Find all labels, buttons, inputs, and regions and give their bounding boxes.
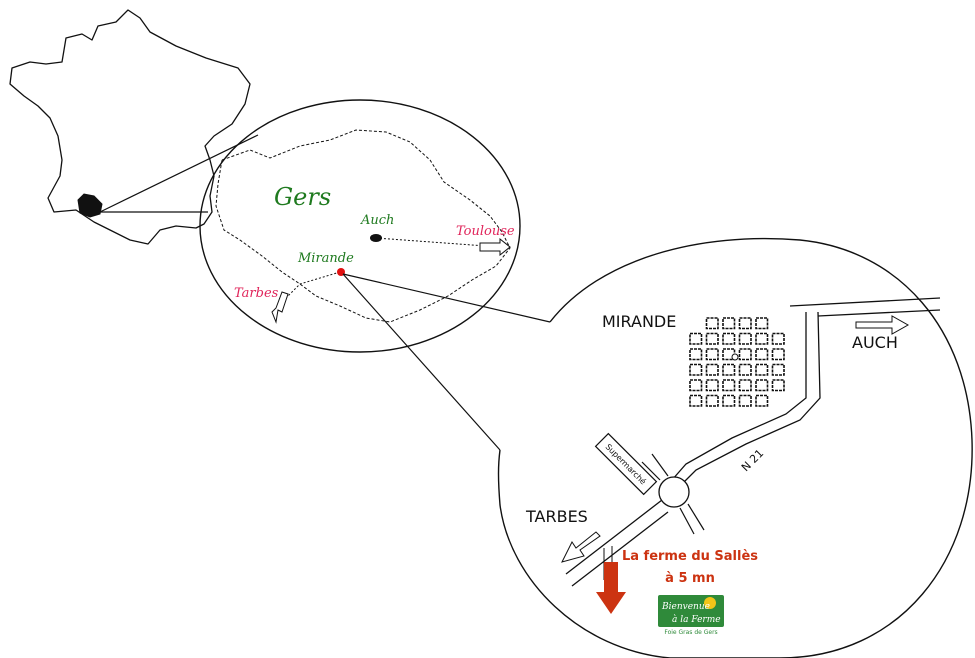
town-block [738, 317, 752, 330]
road-to-auch-edge [817, 309, 941, 317]
town-block [771, 379, 785, 392]
town-block [738, 379, 752, 392]
town-block [689, 394, 703, 407]
auch-marker-icon [370, 234, 382, 242]
town-block [705, 332, 719, 345]
town-block [722, 394, 736, 407]
road-to-tarbes-edge [571, 511, 669, 587]
town-block [771, 363, 785, 376]
roundabout-spur-se2 [679, 507, 695, 535]
road-mirande-tarbes [285, 271, 341, 299]
mirande-town-grid [689, 317, 785, 407]
france-outline [9, 9, 251, 245]
tarbes-road-label: TARBES [525, 507, 588, 526]
town-block [722, 379, 736, 392]
tarbes-label: Tarbes [234, 286, 279, 301]
town-block [689, 332, 703, 345]
logo-caption: Foie Gras de Gers [664, 629, 717, 636]
road-n21 [679, 311, 821, 487]
town-block [722, 317, 736, 330]
farm-label-line2: à 5 mn [665, 571, 715, 586]
town-block [755, 348, 769, 361]
tarbes-local-arrow-icon [561, 531, 601, 563]
town-block [705, 317, 719, 330]
logo-line2: à la Ferme [672, 614, 721, 625]
town-block [722, 363, 736, 376]
town-block [705, 394, 719, 407]
town-block [755, 379, 769, 392]
farm-label-line1: La ferme du Sallès [622, 549, 758, 564]
town-block [705, 379, 719, 392]
road-to-auch [789, 297, 941, 307]
roundabout-spur-nw [641, 461, 661, 481]
toulouse-label: Toulouse [456, 224, 515, 239]
town-block [738, 332, 752, 345]
roundabout [658, 476, 690, 508]
town-block [738, 394, 752, 407]
roundabout-spur-nw2 [651, 453, 669, 477]
mirande-label: Mirande [297, 251, 354, 266]
gers-region-label: Gers [274, 183, 331, 211]
mirande-town-label: MIRANDE [602, 312, 676, 331]
gers-locator-blob [77, 193, 103, 218]
road-to-tarbes [565, 499, 663, 575]
n21-road-label: N 21 [739, 447, 766, 474]
town-block [755, 394, 769, 407]
farm-direction-arrow-icon [596, 562, 626, 614]
auch-label: Auch [360, 213, 394, 228]
roundabout-spur-se [687, 503, 705, 531]
logo-line1: Bienvenue [661, 602, 710, 612]
town-block [755, 332, 769, 345]
gers-department-outline [215, 129, 511, 323]
town-block [689, 363, 703, 376]
town-center-icon [731, 353, 739, 361]
toulouse-arrow-icon [479, 237, 511, 257]
town-block [738, 348, 752, 361]
road-n21-edge [671, 312, 807, 481]
gers-circle [199, 99, 521, 353]
town-block [722, 332, 736, 345]
tarbes-arrow-icon [271, 291, 289, 324]
town-block [771, 332, 785, 345]
town-block [755, 363, 769, 376]
town-block [755, 317, 769, 330]
bienvenue-ferme-logo: Bienvenue à la Ferme Foie Gras de Gers [658, 595, 724, 636]
local-zoom-circle [497, 237, 973, 658]
connector-line-top [99, 134, 259, 213]
town-block [771, 348, 785, 361]
town-block [705, 363, 719, 376]
road-auch-toulouse [375, 237, 487, 247]
auch-arrow-icon [855, 315, 910, 335]
zoom-connector-bottom [342, 273, 501, 451]
supermarket-box: Supermarché [594, 432, 658, 496]
auch-road-label: AUCH [852, 333, 898, 352]
town-block [738, 363, 752, 376]
town-block [705, 348, 719, 361]
town-block [689, 379, 703, 392]
supermarket-label: Supermarché [604, 442, 649, 487]
town-block [689, 348, 703, 361]
zoom-connector-top [342, 273, 551, 323]
